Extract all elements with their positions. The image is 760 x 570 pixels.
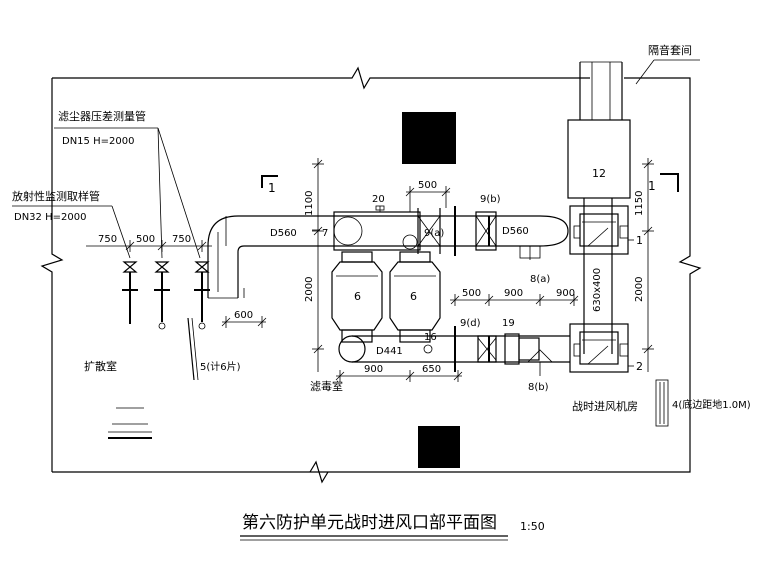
valve-9d [477, 335, 497, 363]
riser-shaft [567, 59, 700, 199]
dimension-lines [86, 158, 654, 382]
dim-2000-right: 2000 [634, 277, 645, 302]
item-1-label: 1 [636, 234, 643, 247]
dim-1150: 1150 [634, 191, 645, 216]
filter-box [333, 211, 421, 251]
duct-d560-right: D560 [502, 226, 529, 237]
item-5-label: 5(计6片) [200, 360, 241, 373]
item-16-label: 16 [424, 332, 437, 343]
radiation-pipe-name: 放射性监测取样管 [12, 189, 100, 203]
dim-1100: 1100 [304, 191, 315, 216]
section-mark-right [660, 173, 679, 192]
lower-duct [338, 326, 540, 372]
dim-750-left: 750 [98, 234, 117, 245]
bypass-circle [333, 216, 363, 246]
dim-500-left: 500 [136, 234, 155, 245]
dim-900-right: 900 [556, 288, 575, 299]
item-19-label: 19 [502, 318, 515, 329]
item-4-label: 4(底边距地1.0M) [672, 398, 751, 411]
duct-d560-left: D560 [270, 228, 297, 239]
blast-plates-item-5 [187, 317, 199, 381]
drawing-title: 第六防护单元战时进风口部平面图 [242, 513, 497, 533]
item-2-label: 2 [636, 360, 643, 373]
wall-outline [40, 66, 702, 484]
fan-room-label: 战时进风机房 [572, 399, 638, 413]
dim-650: 650 [422, 364, 441, 375]
opening-top [402, 112, 456, 164]
radiation-pipe-spec: DN32 H=2000 [14, 212, 86, 223]
dim-500-top: 500 [418, 180, 437, 191]
item-8a-label: 8(a) [530, 274, 550, 285]
opening-bottom [418, 426, 460, 468]
diffusion-room-label: 扩散室 [84, 359, 117, 373]
item-7-label: 7 [322, 228, 328, 239]
filter-pressure-pipe-spec: DN15 H=2000 [62, 136, 134, 147]
valve-9a-label: 9(a) [424, 228, 444, 239]
isolation-room-label: 隔音套间 [648, 43, 692, 57]
valve-9b-label: 9(b) [480, 194, 501, 205]
dim-900-middle: 900 [504, 288, 523, 299]
filter-6a-label: 6 [354, 290, 361, 303]
fan-duct [540, 198, 629, 373]
dim-750-right: 750 [172, 234, 191, 245]
dim-900-bottom: 900 [364, 364, 383, 375]
section-mark-left-label: 1 [268, 181, 276, 195]
valve-9d-label: 9(d) [460, 318, 481, 329]
filter-6b-label: 6 [410, 290, 417, 303]
section-mark-left [261, 175, 278, 188]
drawing-scale: 1:50 [520, 520, 545, 533]
filter-room-label: 滤毒室 [310, 379, 343, 393]
item-20-label: 20 [372, 194, 385, 205]
duct-d441: D441 [376, 346, 403, 357]
dim-600: 600 [234, 310, 253, 321]
fan-duct-size: 630x400 [592, 268, 603, 312]
dim-2000-left: 2000 [304, 277, 315, 302]
section-mark-right-label: 1 [648, 179, 656, 193]
item-12-label: 12 [592, 167, 606, 180]
item-8b-label: 8(b) [528, 382, 549, 393]
pipe-valves [122, 261, 210, 330]
diffusion-stair [108, 407, 152, 439]
louver-item-4 [655, 379, 669, 427]
dim-500-middle: 500 [462, 288, 481, 299]
valve-9a [417, 208, 441, 254]
valve-9b [475, 211, 497, 251]
filter-pressure-pipe-name: 滤尘器压差测量管 [58, 109, 146, 123]
